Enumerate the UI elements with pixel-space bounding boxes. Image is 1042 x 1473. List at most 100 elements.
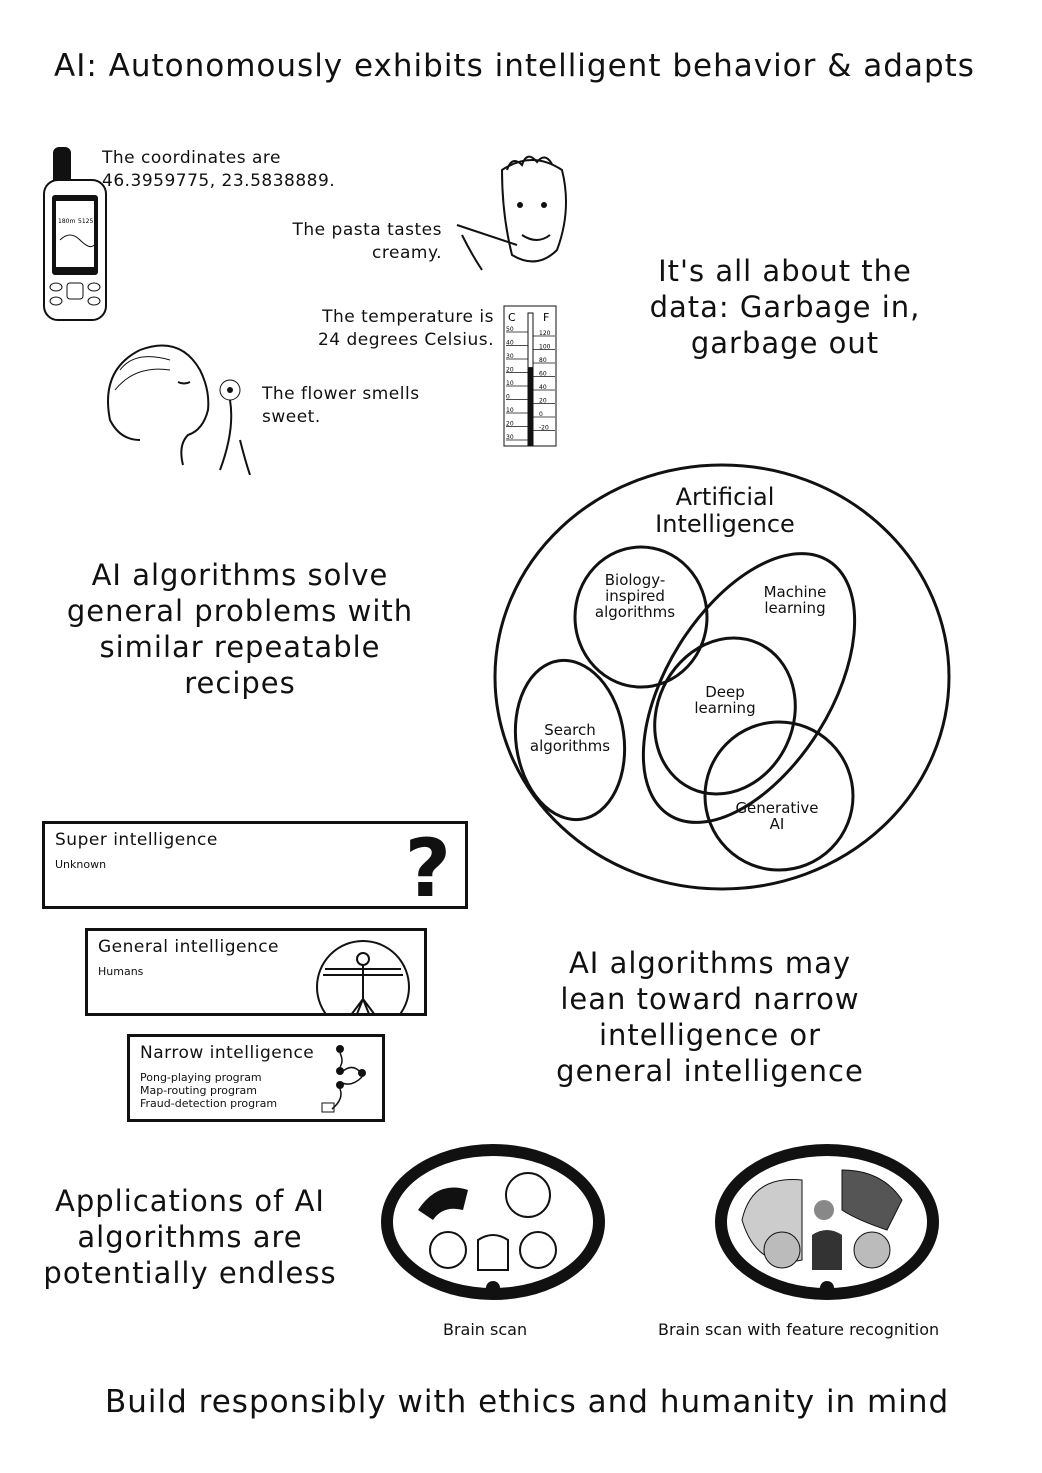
scan-caption: Brain scan with feature recognition bbox=[658, 1320, 940, 1339]
headline-line: general intelligence bbox=[556, 1054, 864, 1088]
temperature-line: 24 degrees Celsius. bbox=[317, 330, 494, 350]
pasta-line: creamy. bbox=[372, 243, 442, 263]
headline-line: algorithms are bbox=[77, 1220, 303, 1254]
celsius-tick-label: 0 bbox=[506, 394, 510, 401]
label-line: learning bbox=[694, 699, 756, 717]
fahrenheit-tick-label: -20 bbox=[539, 425, 549, 432]
brain-scan-image bbox=[381, 1144, 605, 1300]
general-intelligence-card: General intelligence Humans bbox=[85, 928, 427, 1016]
fahrenheit-tick-label: 40 bbox=[539, 384, 547, 391]
label-line: Artificial bbox=[675, 483, 775, 511]
card-item: Pong-playing program bbox=[140, 1071, 262, 1084]
label-line: learning bbox=[764, 599, 826, 617]
label-line: Intelligence bbox=[655, 510, 795, 538]
fahrenheit-tick-label: 80 bbox=[539, 357, 547, 364]
fahrenheit-tick-label: 20 bbox=[539, 398, 547, 405]
generative-ellipse bbox=[703, 720, 855, 872]
flower-line: sweet. bbox=[262, 407, 321, 427]
narrow-intelligence-card: Narrow intelligence Pong-playing program… bbox=[127, 1034, 385, 1122]
biology-ellipse bbox=[573, 545, 709, 689]
pasta-line: The pasta tastes bbox=[292, 220, 442, 240]
label-line: Machine bbox=[763, 583, 827, 601]
gps-screen-distance: 180m bbox=[58, 218, 75, 225]
gps-line: 46.3959775, 23.5838889. bbox=[102, 171, 336, 191]
data-headline: It's all about the data: Garbage in, gar… bbox=[620, 253, 950, 361]
celsius-tick-label: 30 bbox=[506, 434, 514, 441]
celsius-tick-label: 10 bbox=[506, 407, 514, 414]
person-smelling-flower-icon bbox=[107, 344, 251, 475]
gps-text: The coordinates are 46.3959775, 23.58388… bbox=[102, 147, 335, 193]
card-title: General intelligence bbox=[98, 937, 280, 957]
celsius-tick-label: 10 bbox=[506, 380, 514, 387]
fahrenheit-label: F bbox=[543, 311, 549, 324]
gps-screen-time: 5125 bbox=[78, 218, 93, 225]
card-item: Map-routing program bbox=[140, 1084, 257, 1097]
flower-line: The flower smells bbox=[262, 384, 420, 404]
question-mark-icon: ? bbox=[404, 822, 451, 909]
headline-line: It's all about the bbox=[658, 254, 912, 288]
flower-text: The flower smells sweet. bbox=[262, 383, 420, 429]
label-line: algorithms bbox=[594, 603, 676, 621]
label-line: Deep bbox=[705, 683, 745, 701]
deep-learning-ellipse bbox=[653, 636, 797, 796]
celsius-tick-label: 20 bbox=[506, 421, 514, 428]
route-graph-icon bbox=[321, 1045, 366, 1113]
fahrenheit-tick-label: 120 bbox=[539, 330, 551, 337]
ai-venn-diagram bbox=[493, 463, 951, 891]
temperature-line: The temperature is bbox=[322, 307, 494, 327]
label-line: inspired bbox=[605, 587, 665, 605]
label-line: algorithms bbox=[529, 737, 611, 755]
headline-line: general problems with bbox=[66, 594, 414, 628]
card-item: Humans bbox=[98, 965, 144, 978]
fahrenheit-tick-label: 100 bbox=[539, 344, 551, 351]
card-title: Narrow intelligence bbox=[140, 1043, 315, 1063]
headline-line: intelligence or bbox=[598, 1018, 822, 1052]
card-item: Fraud-detection program bbox=[140, 1097, 278, 1110]
headline-line: garbage out bbox=[690, 326, 880, 360]
headline-line: potentially endless bbox=[43, 1256, 337, 1290]
brain-scan-feature-recognition-image bbox=[715, 1144, 939, 1300]
vitruvian-man-icon bbox=[316, 940, 410, 1013]
fahrenheit-tick-label: 60 bbox=[539, 371, 547, 378]
scan-caption: Brain scan bbox=[443, 1320, 528, 1339]
narrow-general-headline: AI algorithms may lean toward narrow int… bbox=[520, 945, 900, 1089]
applications-headline: Applications of AI algorithms are potent… bbox=[15, 1183, 365, 1291]
pasta-text: The pasta tastes creamy. bbox=[240, 219, 442, 265]
card-item: Unknown bbox=[55, 858, 107, 871]
celsius-tick-label: 20 bbox=[506, 367, 514, 374]
super-intelligence-card: Super intelligence Unknown ? bbox=[42, 821, 468, 909]
ai-circle bbox=[493, 463, 951, 891]
label-line: Generative bbox=[735, 799, 819, 817]
headline-line: lean toward narrow bbox=[560, 982, 860, 1016]
temperature-text: The temperature is 24 degrees Celsius. bbox=[270, 306, 494, 352]
headline-line: AI algorithms may bbox=[568, 946, 852, 980]
footer-message: Build responsibly with ethics and humani… bbox=[105, 1384, 950, 1420]
celsius-label: C bbox=[508, 311, 516, 324]
headline-line: recipes bbox=[184, 666, 296, 700]
algorithms-headline: AI algorithms solve general problems wit… bbox=[30, 557, 450, 701]
gps-device-icon: 180m 5125 bbox=[43, 147, 107, 321]
label-line: Search bbox=[544, 721, 596, 739]
search-ellipse bbox=[513, 658, 627, 822]
celsius-tick-label: 40 bbox=[506, 340, 514, 347]
label-line: AI bbox=[769, 815, 785, 833]
thermometer-level bbox=[528, 367, 533, 446]
fahrenheit-tick-label: 0 bbox=[539, 411, 543, 418]
celsius-tick-label: 50 bbox=[506, 326, 514, 333]
machine-learning-ellipse bbox=[641, 552, 857, 824]
headline-line: AI algorithms solve bbox=[91, 558, 389, 592]
headline-line: similar repeatable bbox=[99, 630, 381, 664]
headline-line: Applications of AI bbox=[55, 1184, 325, 1218]
main-title: AI: Autonomously exhibits intelligent be… bbox=[54, 48, 975, 84]
headline-line: data: Garbage in, bbox=[649, 290, 921, 324]
boy-eating-icon bbox=[456, 155, 567, 271]
label-line: Biology- bbox=[604, 571, 666, 589]
